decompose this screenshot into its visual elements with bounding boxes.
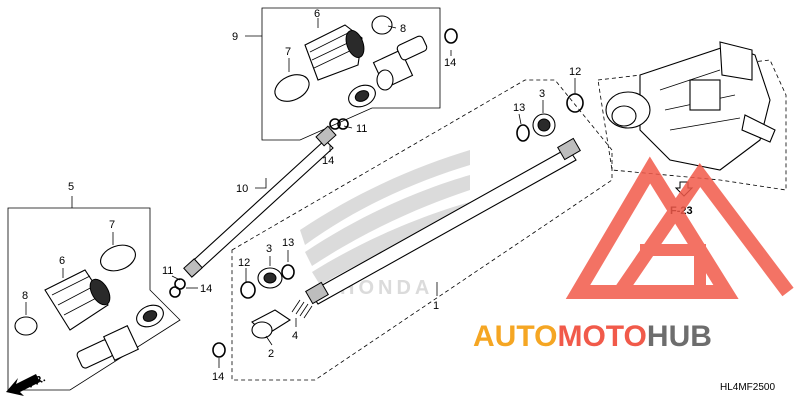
front-arrow-icon xyxy=(6,374,40,396)
callout-7-top: 7 xyxy=(285,46,291,58)
callout-14-bottom: 14 xyxy=(212,371,224,383)
callout-7-left: 7 xyxy=(109,219,115,231)
callout-14-joint: 14 xyxy=(200,283,212,295)
main-shaft-1 xyxy=(305,137,581,305)
clamp-top xyxy=(371,15,393,35)
final-gear-housing xyxy=(605,41,776,171)
watermark-text: AUTOMOTOHUB xyxy=(473,320,712,353)
callout-8-top: 8 xyxy=(400,23,406,35)
callout-8-left: 8 xyxy=(22,290,28,302)
watermark-part-moto: MOTO xyxy=(557,320,646,353)
callout-11-left: 11 xyxy=(162,265,173,277)
lower-shaft-parts xyxy=(212,264,313,358)
svg-text:AUTOMOTOHUB: AUTOMOTOHUB xyxy=(473,320,712,353)
honda-wing-logo: HONDA xyxy=(300,150,470,299)
callout-3-left: 3 xyxy=(266,243,272,255)
right-shaft-parts xyxy=(516,93,584,142)
callout-9: 9 xyxy=(232,31,238,43)
shaft-group-outline xyxy=(231,79,613,381)
callout-13-left: 13 xyxy=(282,237,294,249)
joint-left xyxy=(76,324,140,369)
callout-12-right: 12 xyxy=(569,66,581,78)
joint-top xyxy=(372,35,428,91)
spring-4 xyxy=(291,299,313,319)
left-boot-parts xyxy=(14,244,164,369)
top-boot-parts xyxy=(274,15,458,108)
group-9-outline xyxy=(261,7,441,141)
watermark-part-auto: AUTO xyxy=(473,320,557,353)
oring-bottom xyxy=(212,342,226,358)
boot-top xyxy=(304,24,365,81)
shaft-10 xyxy=(169,118,349,298)
callout-11-top: 11 xyxy=(356,123,367,135)
callout-13-right: 13 xyxy=(513,102,525,114)
ring-12-left xyxy=(240,281,256,299)
callouts: 9 6 7 8 14 11 14 10 5 7 6 8 11 14 12 3 1… xyxy=(22,8,581,383)
ring-12-right xyxy=(566,93,584,113)
ring-13-right xyxy=(516,124,530,142)
callout-1: 1 xyxy=(433,300,439,312)
callout-6-left: 6 xyxy=(59,255,65,267)
band-top xyxy=(274,74,310,102)
callout-14-topright: 14 xyxy=(444,57,456,69)
leader-lines xyxy=(25,18,576,368)
clamp-left xyxy=(14,316,38,336)
callout-5: 5 xyxy=(68,181,74,193)
front-arrow-label: FR. xyxy=(26,372,47,390)
callout-12-left: 12 xyxy=(238,257,250,269)
boot-left xyxy=(44,269,111,331)
callout-14-shaft: 14 xyxy=(322,155,334,167)
watermark-triangle-logo xyxy=(565,156,794,299)
honda-logo-text: HONDA xyxy=(340,277,433,299)
callout-4: 4 xyxy=(292,330,298,342)
diagram-code: HL4MF2500 xyxy=(720,382,775,393)
callout-3-right: 3 xyxy=(539,88,545,100)
callout-10: 10 xyxy=(236,183,248,195)
band-left xyxy=(100,244,136,272)
callout-6-top: 6 xyxy=(314,8,320,20)
front-arrow: FR. xyxy=(6,372,47,396)
watermark-part-hub: HUB xyxy=(647,320,712,353)
oring-top-right xyxy=(444,28,458,44)
callout-2: 2 xyxy=(268,348,274,360)
ring-13-left xyxy=(281,264,295,280)
